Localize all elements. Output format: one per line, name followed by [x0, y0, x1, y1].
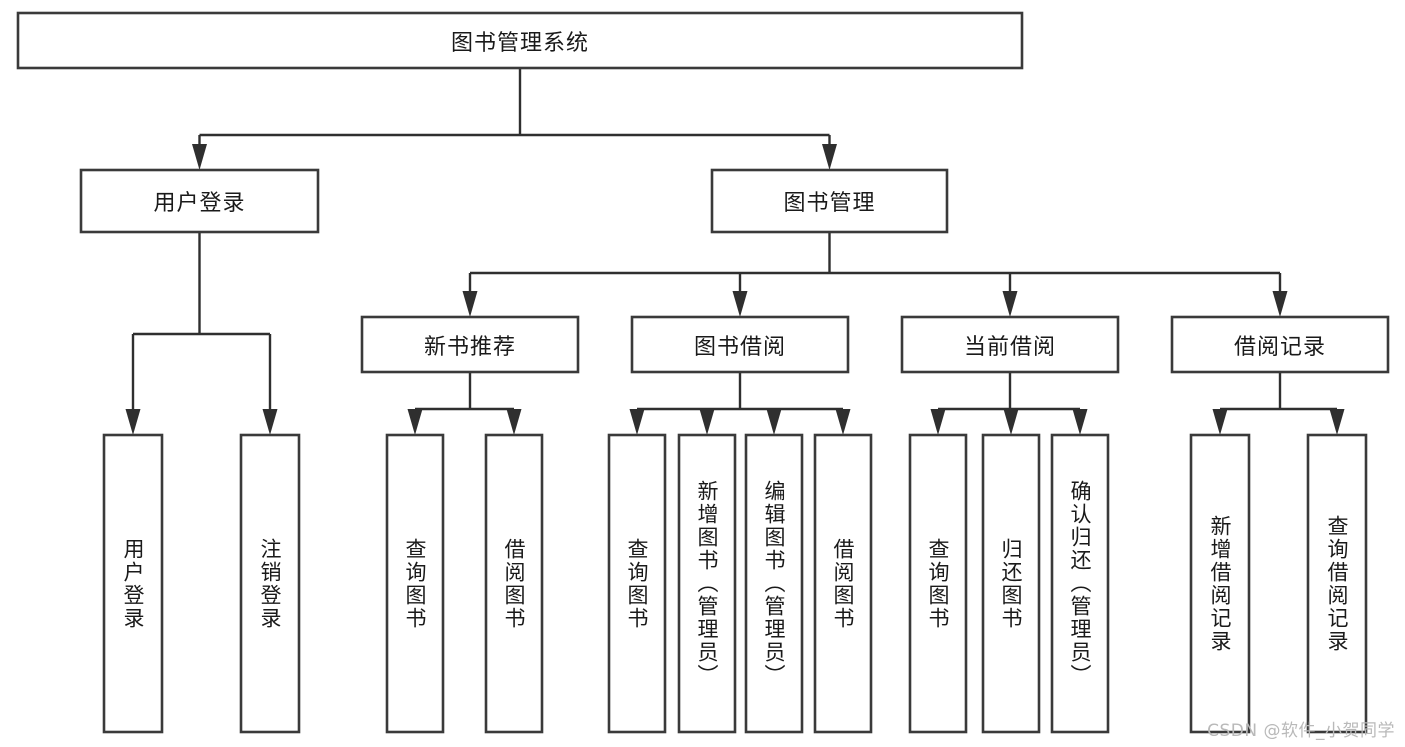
- arrow-head-icon-book-borrow-to-leaf-query-book-2: [629, 409, 645, 435]
- node-box-current-borrow[interactable]: [900, 315, 1120, 374]
- arrow-head-icon-user-login-to-leaf-logout: [262, 409, 278, 435]
- node-box-leaf-edit-book[interactable]: [744, 433, 804, 734]
- arrow-head-icon-user-login-to-leaf-user-login: [125, 409, 141, 435]
- arrow-head-icon-book-manage-to-borrow-record: [1272, 291, 1288, 317]
- node-box-leaf-borrow-book-2[interactable]: [813, 433, 873, 734]
- node-box-leaf-return-book[interactable]: [981, 433, 1041, 734]
- node-box-new-book-recommend[interactable]: [360, 315, 580, 374]
- node-box-leaf-user-login[interactable]: [102, 433, 164, 734]
- node-box-user-login[interactable]: [79, 168, 320, 234]
- arrow-head-icon-current-borrow-to-leaf-confirm-return: [1072, 409, 1088, 435]
- node-box-leaf-query-book-1[interactable]: [385, 433, 445, 734]
- arrow-head-icon-book-borrow-to-leaf-add-book: [699, 409, 715, 435]
- node-box-book-manage[interactable]: [710, 168, 949, 234]
- node-box-leaf-query-record[interactable]: [1306, 433, 1368, 734]
- arrow-head-icon-book-manage-to-new-book-recommend: [462, 291, 478, 317]
- connectors-layer: [125, 68, 1345, 435]
- node-box-leaf-query-book-3[interactable]: [908, 433, 968, 734]
- arrow-head-icon-book-manage-to-current-borrow: [1002, 291, 1018, 317]
- arrow-head-icon-book-borrow-to-leaf-edit-book: [766, 409, 782, 435]
- node-box-root[interactable]: [16, 11, 1024, 70]
- arrow-head-icon-root-to-book-manage: [822, 144, 837, 170]
- node-box-leaf-add-book[interactable]: [677, 433, 737, 734]
- arrow-head-icon-book-borrow-to-leaf-borrow-book-2: [835, 409, 851, 435]
- arrow-head-icon-current-borrow-to-leaf-query-book-3: [930, 409, 946, 435]
- arrow-head-icon-new-book-recommend-to-leaf-borrow-book-1: [506, 409, 522, 435]
- arrow-head-icon-current-borrow-to-leaf-return-book: [1003, 409, 1019, 435]
- node-box-leaf-borrow-book-1[interactable]: [484, 433, 544, 734]
- node-box-leaf-add-record[interactable]: [1189, 433, 1251, 734]
- node-box-leaf-query-book-2[interactable]: [607, 433, 667, 734]
- arrow-head-icon-borrow-record-to-leaf-query-record: [1329, 409, 1345, 435]
- arrow-head-icon-borrow-record-to-leaf-add-record: [1212, 409, 1228, 435]
- arrow-head-icon-book-manage-to-book-borrow: [732, 291, 748, 317]
- arrow-head-icon-new-book-recommend-to-leaf-query-book-1: [407, 409, 423, 435]
- node-box-leaf-logout[interactable]: [239, 433, 301, 734]
- node-box-borrow-record[interactable]: [1170, 315, 1390, 374]
- watermark-text: CSDN @软件_小贺同学: [1207, 721, 1395, 741]
- boxes-layer: [16, 11, 1390, 734]
- node-box-leaf-confirm-return[interactable]: [1050, 433, 1110, 734]
- node-box-book-borrow[interactable]: [630, 315, 850, 374]
- arrow-head-icon-root-to-user-login: [192, 144, 207, 170]
